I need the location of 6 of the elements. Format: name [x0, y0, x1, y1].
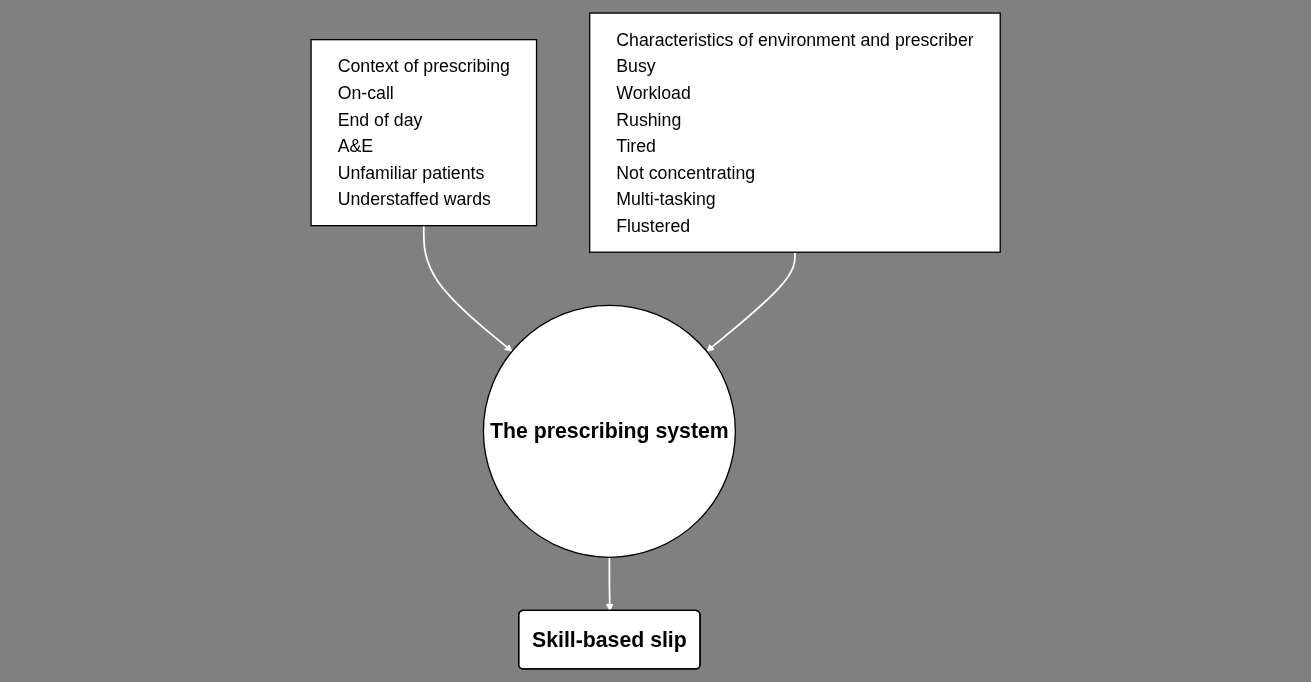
- node-box: Context of prescribing On-call End of day A&E Unfamiliar patients Understaffed wards: [310, 39, 538, 227]
- arrow: [706, 251, 796, 352]
- node-box: Characteristics of environment and prescriber Busy Workload Rushing Tired Not concentrating Multi-tasking Flustered: [588, 12, 1001, 253]
- arrow: [605, 556, 614, 612]
- arrow: [422, 224, 513, 352]
- node-circle: The prescribing system: [482, 304, 736, 558]
